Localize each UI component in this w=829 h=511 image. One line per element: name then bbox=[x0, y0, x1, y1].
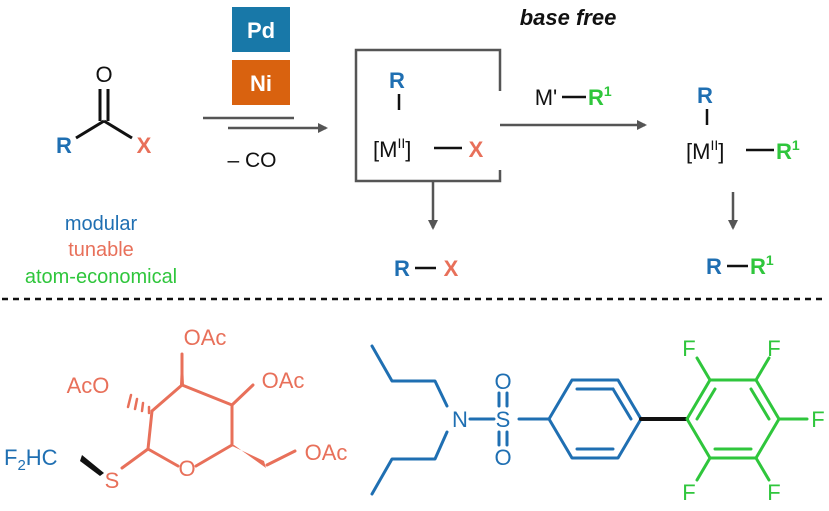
minus-co-label: – CO bbox=[227, 149, 276, 172]
reagent-r: R bbox=[588, 85, 604, 110]
product-rx-r: R bbox=[394, 256, 410, 281]
product-rx-x: X bbox=[444, 256, 459, 281]
transmetalation-reagent: M' R1 bbox=[535, 83, 612, 110]
product-r1-superscript: 1 bbox=[766, 252, 774, 268]
pd-catalyst-box: Pd bbox=[232, 7, 290, 52]
glycoside-example: OAc AcO OAc OAc O S F2HC bbox=[4, 325, 347, 493]
ni-catalyst-box: Ni bbox=[232, 60, 290, 105]
tm-metal-symbol: [M bbox=[686, 139, 710, 164]
pd-label: Pd bbox=[247, 18, 275, 43]
oac-left-label: AcO bbox=[67, 373, 110, 398]
tm-metal: [MII] bbox=[686, 137, 724, 164]
tm-r1: R1 bbox=[776, 137, 800, 164]
intermediate-x: X bbox=[469, 137, 484, 162]
oac-right-label: OAc bbox=[262, 368, 305, 393]
sulfonamide-example: N S O O F F F F F bbox=[370, 336, 825, 505]
reagent-r1: R1 bbox=[588, 83, 612, 110]
transmetalated-intermediate: R [MII] R1 bbox=[686, 83, 800, 164]
f2hc-subscript: 2 bbox=[17, 457, 25, 474]
intermediate-metal: [MII] bbox=[373, 135, 411, 162]
sulfonyl-o-bottom-label: O bbox=[494, 445, 511, 470]
intermediate-r: R bbox=[389, 68, 405, 93]
reagent-m: M' bbox=[535, 85, 558, 110]
product-r-x: R X bbox=[394, 256, 459, 281]
substrate-r: R bbox=[56, 133, 72, 158]
fluorine-label-3: F bbox=[811, 407, 824, 432]
sulfonyl-o-top-label: O bbox=[494, 369, 511, 394]
sulfonyl-s-label: S bbox=[496, 407, 511, 432]
product-rr1-r1: R1 bbox=[750, 252, 774, 279]
feature-atom-economical: atom-economical bbox=[25, 266, 177, 288]
f2hc-hc: HC bbox=[26, 445, 58, 470]
difluoromethyl-label: F2HC bbox=[4, 445, 58, 474]
ring-oxygen-label: O bbox=[178, 456, 195, 481]
feature-tunable: tunable bbox=[68, 239, 134, 261]
tm-r1-letter: R bbox=[776, 139, 792, 164]
ni-label: Ni bbox=[250, 71, 272, 96]
feature-modular: modular bbox=[65, 213, 138, 235]
oxidative-addition-intermediate: R [MII] X bbox=[373, 68, 484, 162]
product-r1-letter: R bbox=[750, 254, 766, 279]
metal-symbol: [M bbox=[373, 137, 397, 162]
fluorine-label-5: F bbox=[682, 480, 695, 505]
fluorine-label-1: F bbox=[682, 336, 695, 361]
reagent-superscript: 1 bbox=[604, 83, 612, 99]
acyl-substrate: O R X bbox=[56, 62, 152, 158]
substrate-x: X bbox=[137, 133, 152, 158]
intermediate-box bbox=[354, 48, 502, 183]
fluorine-label-4: F bbox=[767, 480, 780, 505]
oxidation-state: II bbox=[397, 135, 405, 151]
tm-oxidation-state: II bbox=[710, 137, 718, 153]
fluorine-label-2: F bbox=[767, 336, 780, 361]
tm-metal-bracket: ] bbox=[718, 139, 724, 164]
tm-r: R bbox=[697, 83, 713, 108]
sulfonamide-n-label: N bbox=[452, 407, 468, 432]
carbonyl-o: O bbox=[95, 62, 112, 87]
tm-r1-superscript: 1 bbox=[792, 137, 800, 153]
thioether-s-label: S bbox=[105, 468, 120, 493]
base-free-title: base free bbox=[520, 5, 617, 30]
oac-top-label: OAc bbox=[184, 325, 227, 350]
product-r-r1: R R1 bbox=[706, 252, 774, 279]
oac-ch2-label: OAc bbox=[305, 440, 348, 465]
metal-bracket: ] bbox=[405, 137, 411, 162]
product-rr1-r: R bbox=[706, 254, 722, 279]
f2hc-f: F bbox=[4, 445, 17, 470]
